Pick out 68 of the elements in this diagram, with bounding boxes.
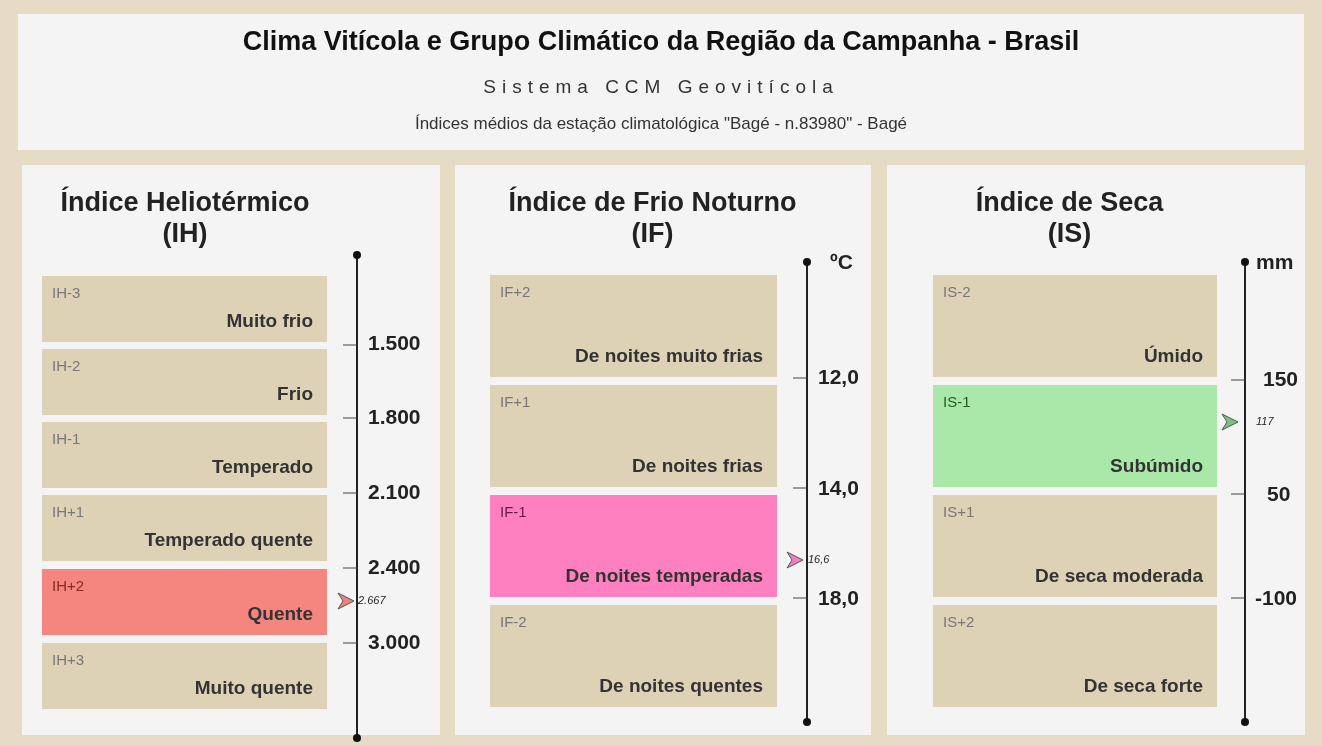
class-box [42,643,327,709]
subtitle: Sistema CCM Geovitícola [482,76,840,98]
class-name: Temperado [212,456,313,478]
index-panel [887,165,1305,735]
panel-heading: Índice de Seca (IS) [974,187,1165,249]
class-code: IF+1 [500,393,531,410]
class-name: De noites quentes [599,675,763,697]
class-code: IF-1 [500,503,527,520]
class-name: Muito quente [194,677,313,699]
class-name: Muito frio [226,310,313,332]
class-name: De noites frias [632,455,763,477]
panel-heading: Índice Heliotérmico (IH) [59,187,311,249]
class-code: IH+2 [52,577,85,594]
class-code: IS+1 [943,503,975,520]
scale-label: 2.400 [368,555,421,579]
class-box [42,569,327,635]
header-panel [18,14,1304,150]
class-box [933,605,1217,707]
index-panel [455,165,871,735]
class-box [490,605,777,707]
scale-label: ºC [830,250,853,274]
class-name: Temperado quente [144,529,313,551]
index-panel [22,165,440,735]
class-code: IH-2 [52,357,81,374]
class-box [42,276,327,342]
scale-label: 12,0 [818,365,859,389]
class-code: IH-1 [52,430,81,447]
scale-label: 14,0 [818,476,859,500]
class-code: IF-2 [500,613,527,630]
class-box [42,349,327,415]
class-name: De noites muito frias [575,345,763,367]
class-box [490,495,777,597]
class-box [933,495,1217,597]
marker-value: 117 [1256,415,1274,427]
class-code: IS-2 [943,283,971,300]
scale-label: 1.800 [368,405,421,429]
class-code: IH+1 [52,503,85,520]
source-note: Índices médios da estação climatológica "Bagé - n.83980" - Bagé [413,114,909,134]
scale-label: 18,0 [818,586,859,610]
class-code: IH+3 [52,651,85,668]
class-name: Subúmido [1110,455,1203,477]
class-name: Úmido [1143,345,1203,367]
title: Clima Vitícola e Grupo Climático da Região da Campanha - Brasil [241,26,1081,57]
class-code: IH-3 [52,284,81,301]
class-name: De noites temperadas [565,565,763,587]
class-box [42,422,327,488]
class-box [490,385,777,487]
scale-label: mm [1256,250,1294,274]
marker-value: 16,6 [808,553,830,565]
scale-label: 3.000 [368,630,421,654]
scale-label: 1.500 [368,331,421,355]
class-name: De seca moderada [1035,565,1203,587]
class-box [933,275,1217,377]
marker-value: 2.667 [358,594,386,606]
class-name: De seca forte [1083,675,1203,697]
class-code: IS-1 [943,393,971,410]
scale-label: 2.100 [368,480,421,504]
panel-heading: Índice de Frio Noturno (IF) [507,187,798,249]
class-box [42,495,327,561]
class-name: Quente [247,603,313,625]
class-box [933,385,1217,487]
class-code: IF+2 [500,283,531,300]
class-name: Frio [277,383,313,405]
scale-label: -100 [1255,586,1298,610]
class-box [490,275,777,377]
class-code: IS+2 [943,613,975,630]
scale-label: 150 [1263,367,1299,391]
scale-label: 50 [1267,482,1291,506]
